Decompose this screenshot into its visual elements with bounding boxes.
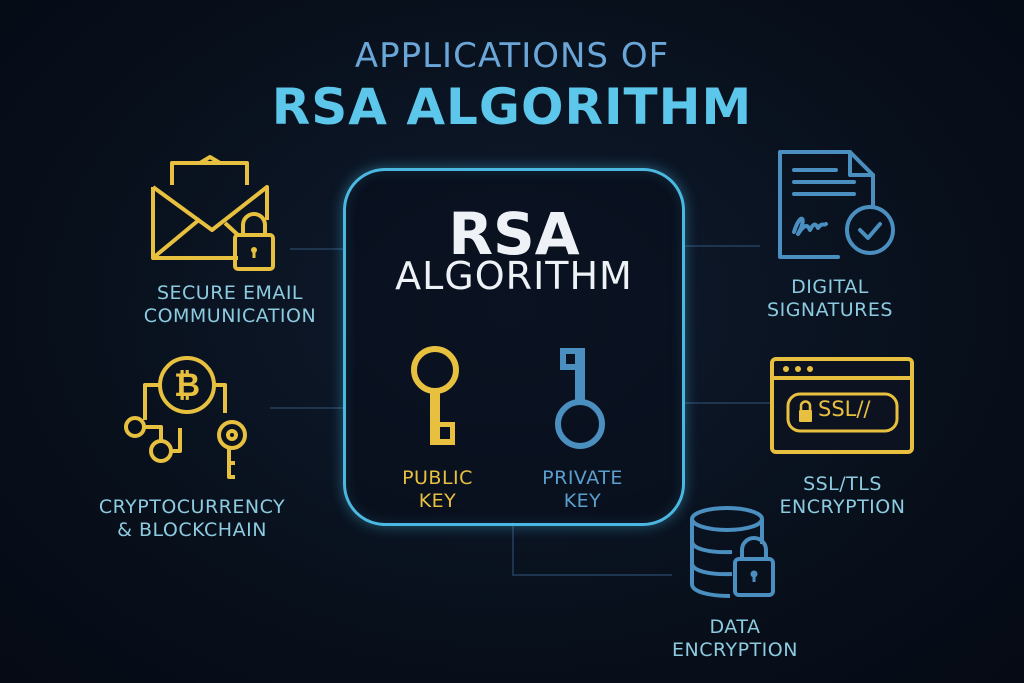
connector-crypto — [270, 407, 345, 409]
cryptocurrency-line1: CRYPTOCURRENCY — [98, 496, 286, 518]
data-encryption-line2: ENCRYPTION — [672, 639, 798, 661]
public-key-label: PUBLIC KEY — [375, 467, 500, 513]
connector-ssl — [682, 402, 770, 404]
private-key-icon — [555, 348, 605, 449]
connector-data-h — [512, 574, 672, 576]
ssl-tls-line2: ENCRYPTION — [779, 496, 906, 518]
title-line-2: RSA ALGORITHM — [271, 78, 753, 136]
digital-signatures-label: DIGITAL SIGNATURES — [740, 276, 920, 322]
center-subtitle: ALGORITHM — [395, 254, 633, 298]
rsa-center-box — [343, 168, 685, 526]
ssl-tls-label: SSL/TLS ENCRYPTION — [755, 473, 930, 519]
digital-signatures-line1: DIGITAL — [791, 276, 869, 298]
private-key-line1: PRIVATE — [542, 467, 623, 489]
cryptocurrency-label: CRYPTOCURRENCY & BLOCKCHAIN — [82, 496, 302, 542]
public-key-line1: PUBLIC — [402, 467, 473, 489]
connector-email — [290, 248, 345, 250]
private-key-line2: KEY — [563, 490, 602, 512]
center-title: RSA — [448, 200, 580, 268]
secure-email-label: SECURE EMAIL COMMUNICATION — [130, 282, 330, 328]
connector-signatures — [682, 245, 760, 247]
data-encryption-label: DATA ENCRYPTION — [650, 616, 820, 662]
cryptocurrency-line2: & BLOCKCHAIN — [117, 519, 267, 541]
ssl-browser-icon — [770, 357, 914, 454]
ssl-badge-text: SSL// — [818, 397, 871, 421]
digital-signatures-line2: SIGNATURES — [767, 299, 893, 321]
public-key-icon — [411, 346, 459, 445]
secure-email-icon — [151, 155, 275, 271]
digital-signature-icon — [778, 150, 895, 259]
data-encryption-line1: DATA — [709, 616, 761, 638]
private-key-label: PRIVATE KEY — [520, 467, 645, 513]
secure-email-line2: COMMUNICATION — [143, 305, 317, 327]
secure-email-line1: SECURE EMAIL — [156, 282, 304, 304]
public-key-line2: KEY — [418, 490, 457, 512]
ssl-tls-line1: SSL/TLS — [803, 473, 882, 495]
cryptocurrency-icon: ₿ — [124, 356, 247, 479]
svg-text:₿: ₿ — [174, 366, 200, 404]
lock-icon — [799, 410, 812, 422]
title-line-1: APPLICATIONS OF — [354, 36, 670, 76]
connector-data-v — [512, 522, 514, 576]
database-lock-icon — [690, 506, 775, 598]
